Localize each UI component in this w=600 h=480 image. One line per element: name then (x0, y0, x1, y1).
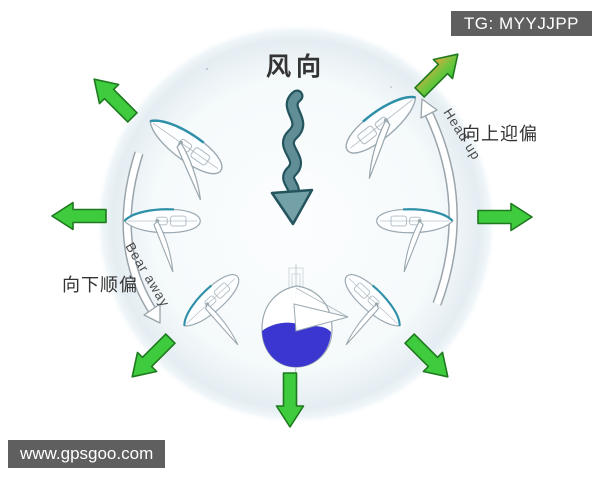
spinnaker-boat (261, 264, 349, 375)
mainsail-blade (293, 303, 349, 332)
telegram-watermark-badge: TG: MYYJJPP (450, 11, 592, 36)
bear-away-arc-arrow (122, 151, 161, 324)
head-up-arc-arrow (420, 98, 458, 306)
website-watermark-badge: www.gpsgoo.com (8, 440, 166, 468)
bear-away-cn-label: 向下顺偏 (62, 275, 138, 296)
wind-arrow (270, 89, 314, 226)
sketch-specks (205, 67, 392, 88)
telegram-watermark-text: TG: MYYJJPP (463, 13, 579, 33)
spinnaker-blue-panel (262, 322, 331, 367)
website-watermark-text: www.gpsgoo.com (20, 444, 154, 463)
wind-direction-label: 风向 (266, 52, 326, 81)
head-up-cn-label: 向上迎偏 (462, 124, 538, 145)
